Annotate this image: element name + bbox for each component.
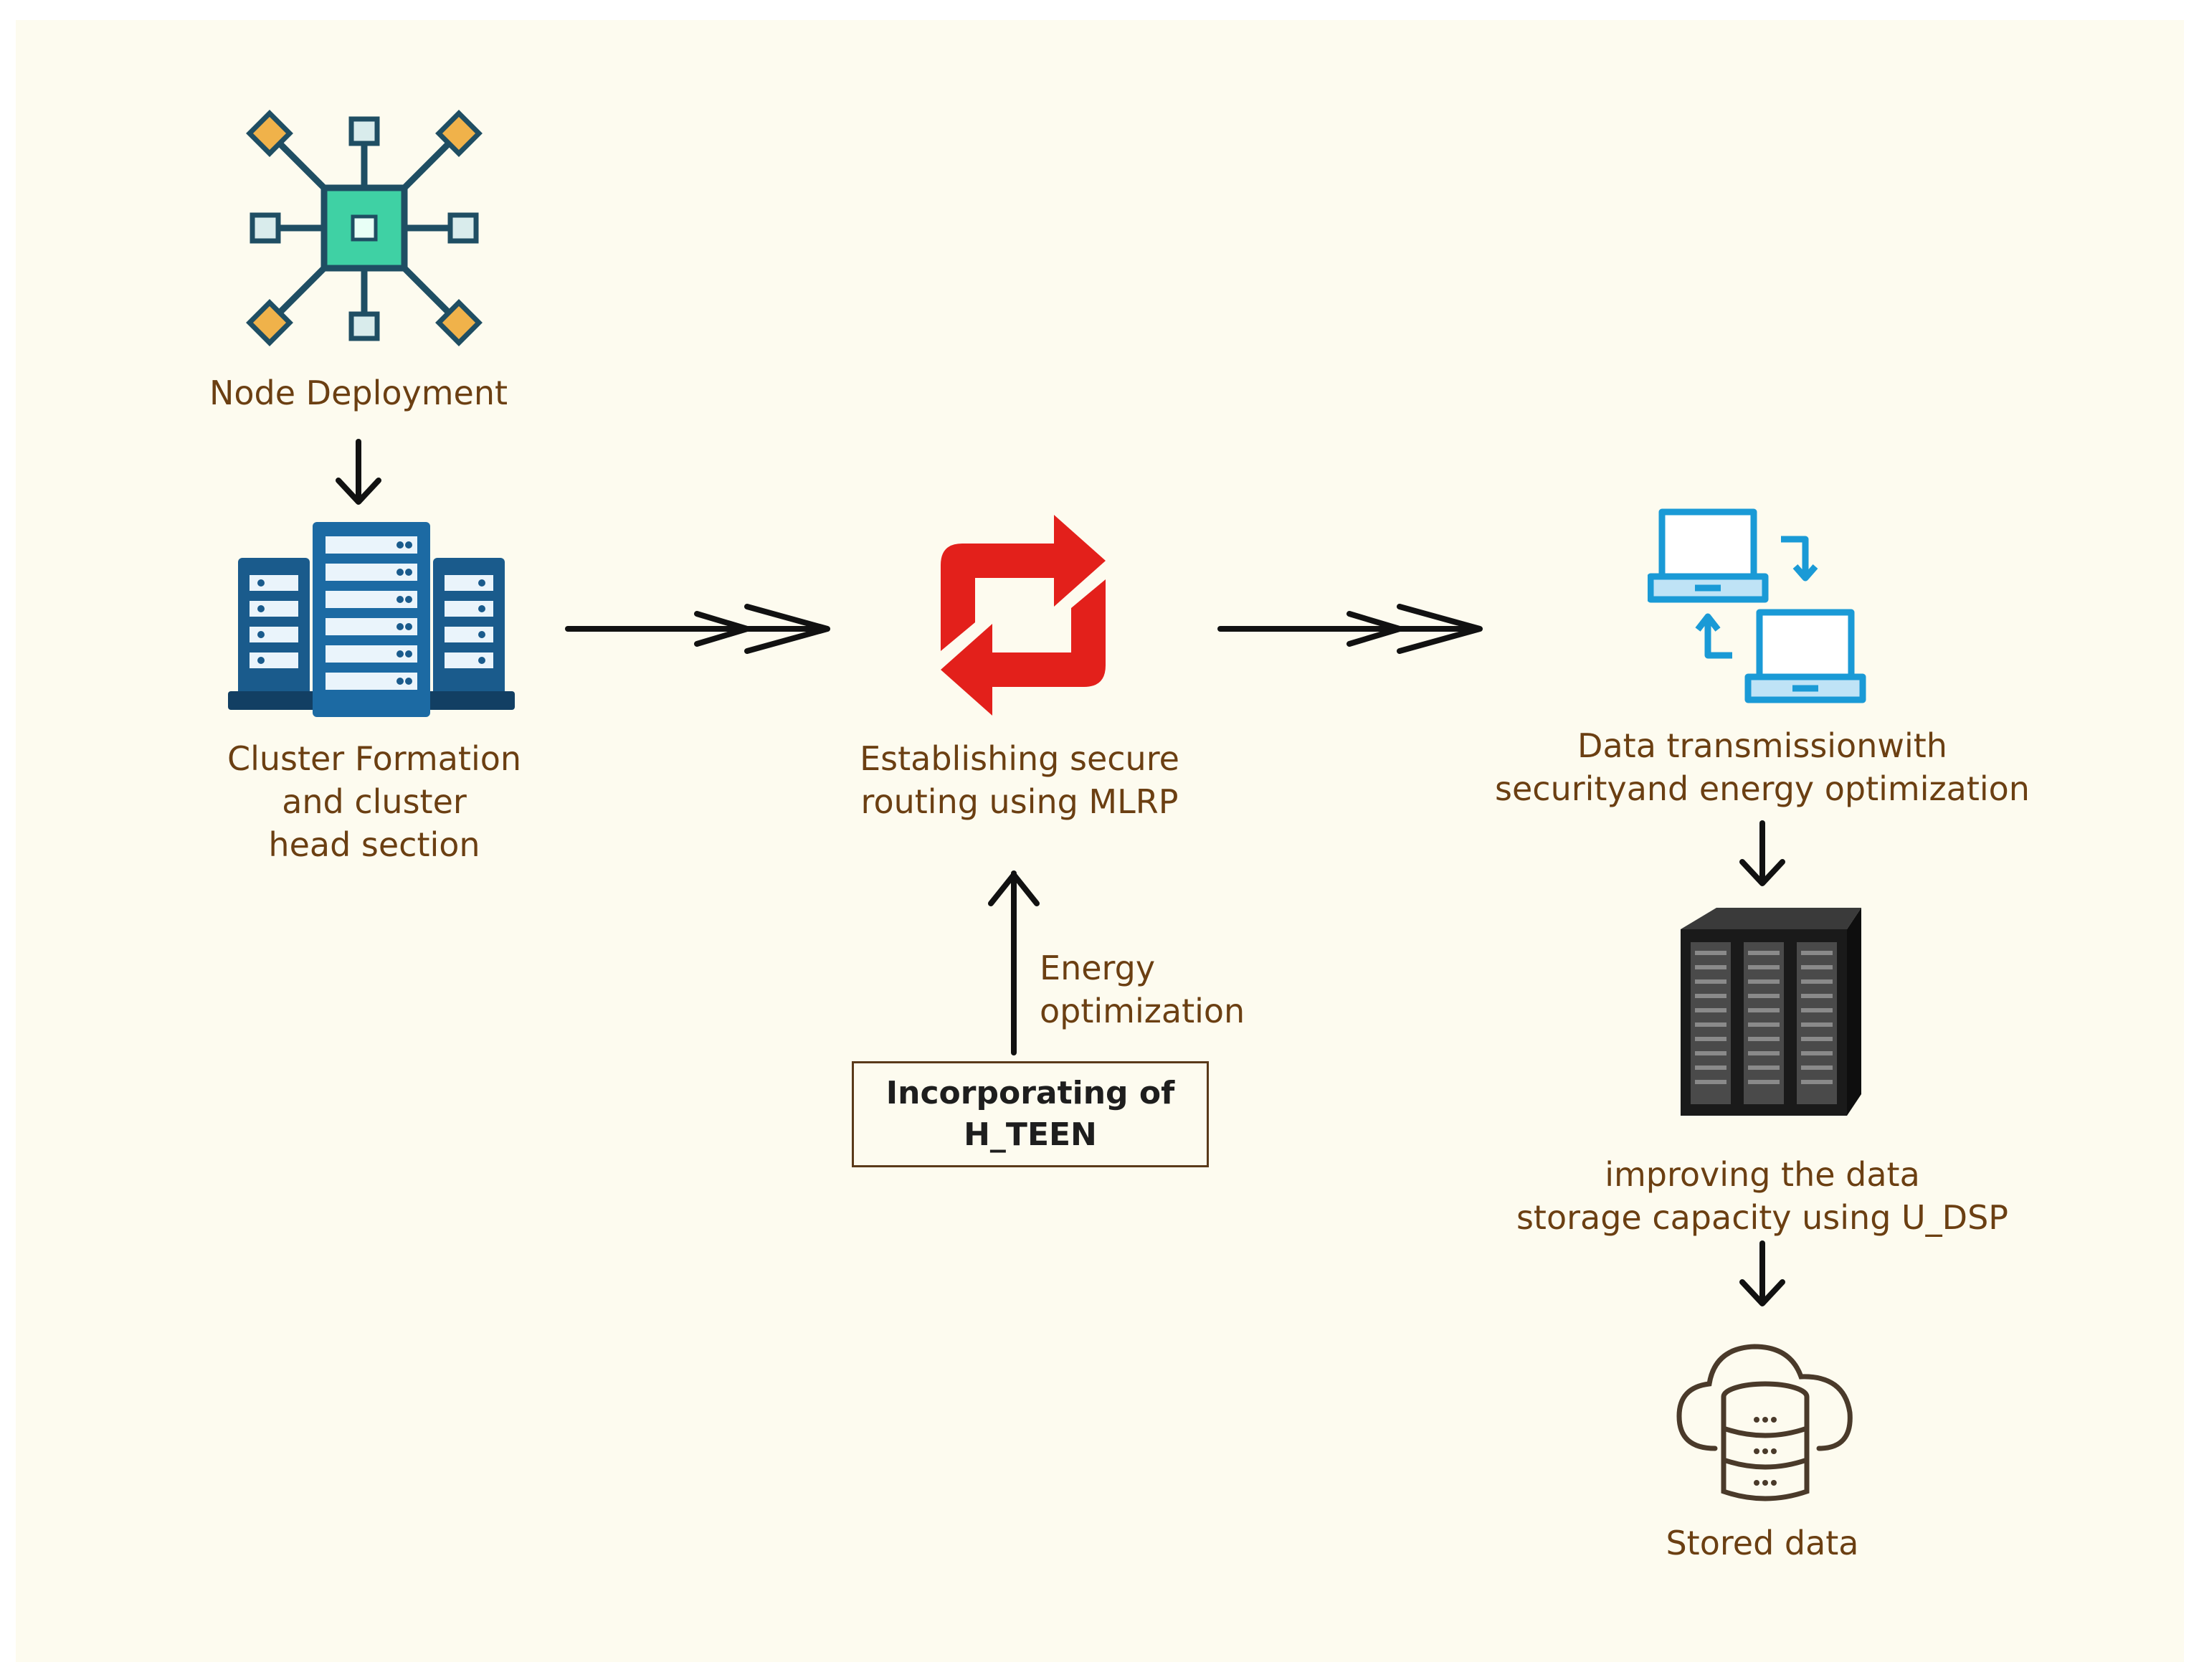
cloud-database-icon — [1676, 1344, 1853, 1501]
arrow-deploy-to-cluster — [336, 439, 381, 505]
connector-arrows — [336, 439, 1785, 1306]
network-hub-icon — [246, 110, 483, 346]
arrow-transmission-to-storage — [1739, 820, 1785, 886]
node-deployment-label: Node Deployment — [209, 374, 508, 412]
refresh-arrows-icon — [941, 515, 1106, 716]
cluster-formation-label: Cluster Formation and cluster head secti… — [227, 739, 522, 864]
laptop-exchange-icon — [1648, 508, 1866, 703]
arrow-cluster-to-routing — [565, 604, 830, 654]
server-cluster-icon — [228, 522, 515, 717]
stored-data-label: Stored data — [1666, 1524, 1859, 1562]
secure-routing-label: Establishing secure routing using MLRP — [860, 739, 1179, 821]
arrow-routing-to-transmission — [1217, 604, 1483, 654]
arrow-storage-to-stored — [1739, 1240, 1785, 1306]
h-teen-box: Incorporating of H_TEEN — [852, 1061, 1209, 1167]
diagram-canvas: Node Deployment Cluster Formation and cl… — [16, 20, 2184, 1662]
energy-optimization-label: Energy optimization — [1040, 949, 1245, 1030]
datacenter-rack-icon — [1681, 908, 1861, 1116]
data-transmission-label: Data transmissionwith securityand energy… — [1495, 726, 2030, 808]
arrow-hteen-to-routing — [988, 870, 1040, 1055]
storage-capacity-label: improving the data storage capacity usin… — [1516, 1155, 2009, 1237]
